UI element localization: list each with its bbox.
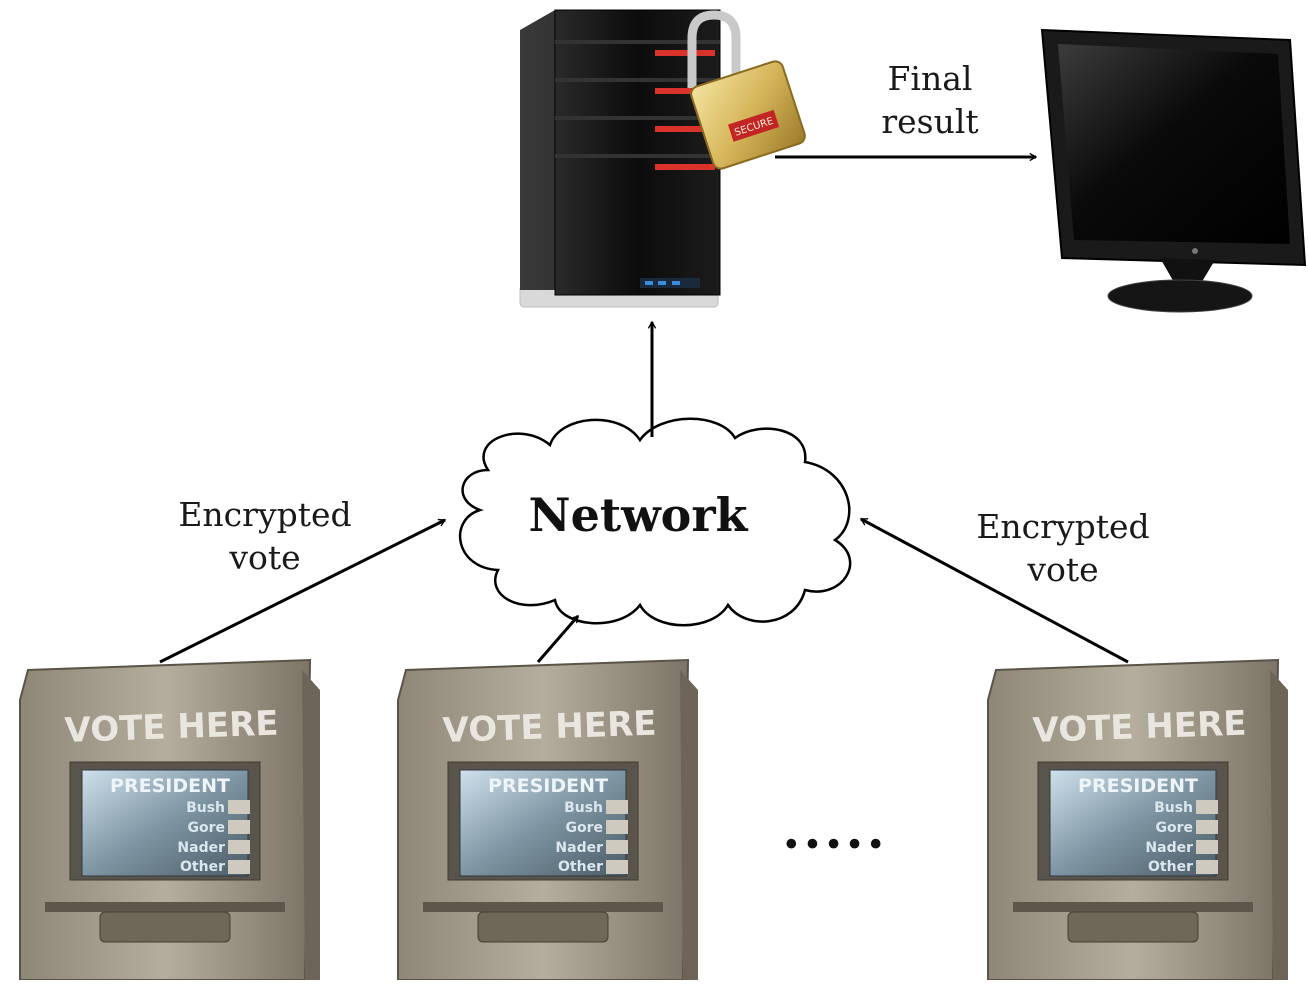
ellipsis-more-machines: ..... [782,800,888,861]
encrypted-vote-label-right: Encrypted vote [948,506,1178,592]
encrypted-vote-line: vote [1027,549,1099,589]
encrypted-vote-line: vote [229,537,301,577]
ballot-option: Bush [1154,800,1193,816]
ballot-option: Nader [555,840,603,856]
vote-here-sign: VOTE HERE [1032,704,1247,751]
final-result-line: result [881,101,979,141]
final-result-label: Final result [850,58,1010,144]
ballot-option: Other [558,859,603,875]
ballot-title: PRESIDENT [1078,775,1198,797]
vote-here-sign: VOTE HERE [64,704,279,751]
final-result-line: Final [887,59,973,98]
encrypted-vote-line: Encrypted [178,495,352,534]
voting-machine-middle: VOTE HERE PRESIDENT Bush Gore Nader Othe… [397,658,698,981]
padlock-icon: SECURE [687,10,806,170]
encrypted-vote-label-left: Encrypted vote [150,494,380,580]
ballot-option: Gore [565,820,603,836]
ballot-option: Gore [187,820,225,836]
ballot-option: Other [1148,859,1193,875]
ballot-option: Nader [177,840,225,856]
voting-machine-right: VOTE HERE PRESIDENT Bush Gore Nader Othe… [987,658,1288,981]
server-icon [519,9,721,308]
encrypted-vote-line: Encrypted [976,507,1150,546]
monitor-icon [1040,28,1307,313]
vote-here-sign: VOTE HERE [442,704,657,751]
arrow-left-machine-to-network [159,518,447,664]
ballot-title: PRESIDENT [488,775,608,797]
arrow-middle-machine-to-network [536,614,580,663]
ballot-option: Other [180,859,225,875]
arrow-right-machine-to-network [859,517,1129,664]
network-label: Network [528,488,748,542]
voting-machine-left: VOTE HERE PRESIDENT Bush Gore Nader Othe… [19,658,320,981]
network-cloud [458,417,852,627]
ballot-title: PRESIDENT [110,775,230,797]
ballot-option: Bush [186,800,225,816]
ballot-option: Gore [1155,820,1193,836]
ballot-option: Nader [1145,840,1193,856]
ballot-option: Bush [564,800,603,816]
